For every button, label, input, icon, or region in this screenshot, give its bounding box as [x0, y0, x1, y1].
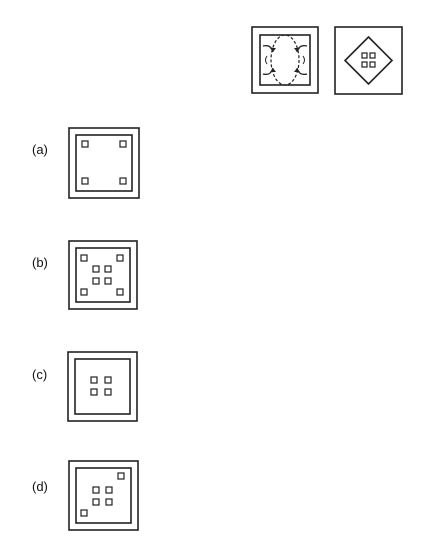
diamond-with-holes-icon — [334, 26, 403, 95]
option-b-figure[interactable] — [68, 240, 138, 310]
option-d-figure[interactable] — [68, 460, 139, 531]
center-four-holes-icon — [67, 351, 138, 422]
option-c-figure[interactable] — [67, 351, 138, 422]
question-figure-1 — [251, 26, 319, 94]
option-d-label[interactable]: (d) — [32, 479, 48, 494]
option-a-label[interactable]: (a) — [32, 142, 48, 157]
question-figure-2 — [334, 26, 403, 95]
two-corner-and-center-holes-icon — [68, 460, 139, 531]
option-c-label[interactable]: (c) — [32, 367, 48, 382]
option-b-label[interactable]: (b) — [32, 255, 48, 270]
four-corner-holes-icon — [68, 127, 140, 199]
corner-and-center-holes-icon — [68, 240, 138, 310]
folded-paper-punch-icon — [251, 26, 319, 94]
option-a-figure[interactable] — [68, 127, 140, 199]
